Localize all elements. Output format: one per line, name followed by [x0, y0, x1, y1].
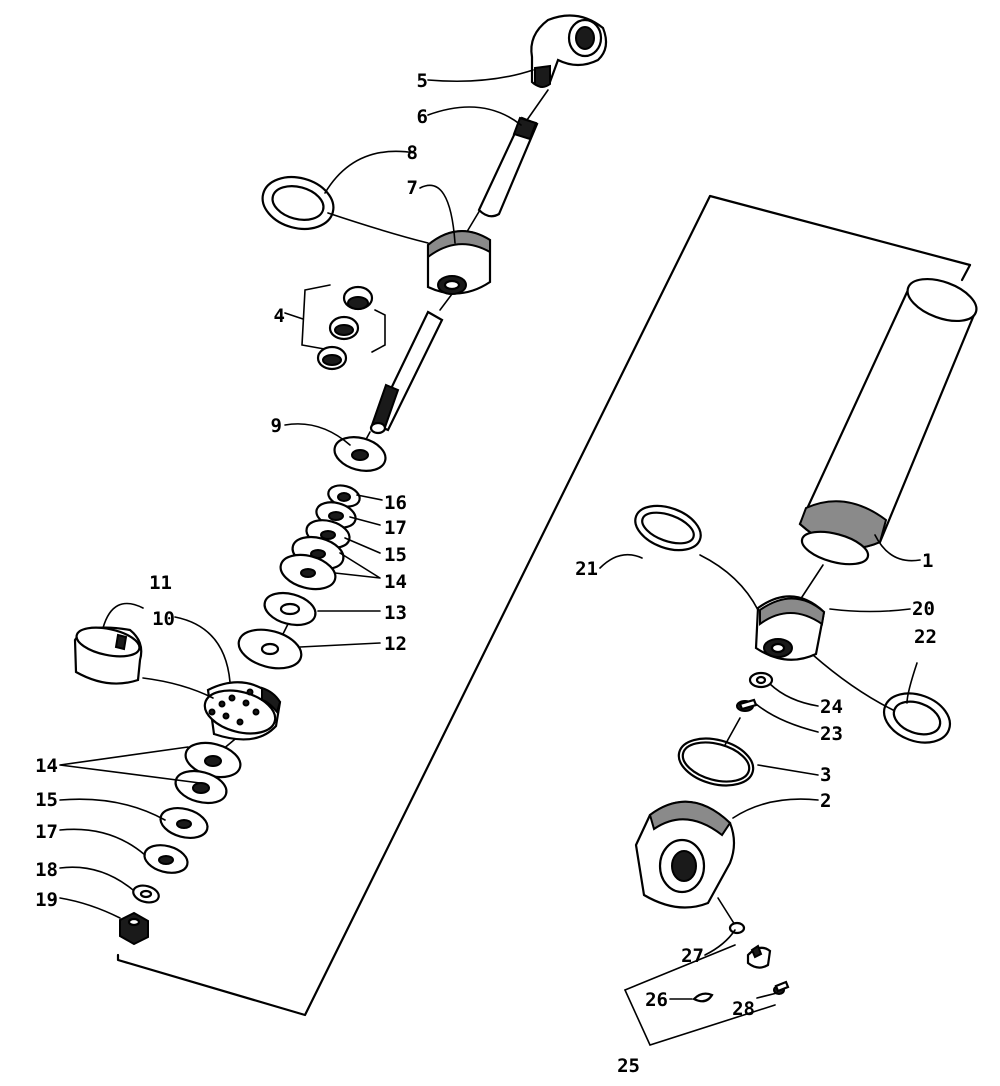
callout-5: 5: [417, 70, 428, 92]
callout-24: 24: [820, 696, 843, 718]
part-1-body-tube: [798, 277, 978, 566]
callout-6: 6: [417, 106, 428, 128]
part-5-rod-eye: [530, 14, 608, 88]
part-7-rod-guide: [426, 230, 492, 295]
part-23-screw: [736, 698, 758, 712]
part-9-washer: [333, 436, 387, 472]
callout-22: 22: [914, 626, 937, 648]
callout-21: 21: [575, 558, 598, 580]
callout-25: 25: [617, 1055, 640, 1077]
part-clip: [746, 944, 772, 969]
callout-4: 4: [274, 305, 285, 327]
callout-12: 12: [384, 633, 407, 655]
part-3-o-ring: [677, 737, 755, 787]
callout-28: 28: [732, 998, 755, 1020]
part-4-valve-set: [301, 284, 386, 371]
part-6-piston-rod: [477, 116, 539, 218]
part-21-split-ring: [634, 504, 702, 552]
callout-8: 8: [407, 142, 418, 164]
callout-15a: 15: [384, 544, 407, 566]
callout-3: 3: [820, 764, 831, 786]
part-11-piston-band: [73, 626, 143, 685]
part-13-washer: [263, 591, 317, 627]
rod-shaft-lower: [369, 310, 444, 435]
callout-26: 26: [645, 989, 668, 1011]
lower-shim-stack: [119, 741, 242, 946]
callout-2: 2: [820, 790, 831, 812]
callout-11: 11: [149, 572, 172, 594]
callout-27: 27: [681, 945, 704, 967]
callout-17b: 17: [35, 821, 58, 843]
part-12-disc: [237, 628, 303, 670]
callout-16: 16: [384, 492, 407, 514]
part-2-body-eye: [634, 800, 736, 909]
callout-9: 9: [271, 415, 282, 437]
part-26-pin: [692, 992, 714, 1003]
callout-1: 1: [922, 550, 933, 572]
callout-17a: 17: [384, 517, 407, 539]
leader-lines: [59, 69, 921, 1000]
callout-23: 23: [820, 723, 843, 745]
callout-10: 10: [152, 608, 175, 630]
callout-14b: 14: [35, 755, 58, 777]
part-27-bushing: [728, 921, 746, 935]
callout-15b: 15: [35, 789, 58, 811]
callout-19: 19: [35, 889, 58, 911]
part-24-washer: [748, 671, 774, 689]
callout-18: 18: [35, 859, 58, 881]
callout-13: 13: [384, 602, 407, 624]
part-28-screw: [773, 980, 790, 995]
callout-20: 20: [912, 598, 935, 620]
part-8-seal-ring: [261, 176, 335, 230]
callout-7: 7: [407, 177, 418, 199]
part-22-seal-ring: [882, 692, 952, 744]
valve-shim-stack: [279, 484, 361, 591]
part-10-piston: [203, 681, 282, 741]
callout-14a: 14: [384, 571, 407, 593]
part-20-body-end: [754, 595, 826, 661]
assembly-bracket: [116, 194, 972, 1017]
